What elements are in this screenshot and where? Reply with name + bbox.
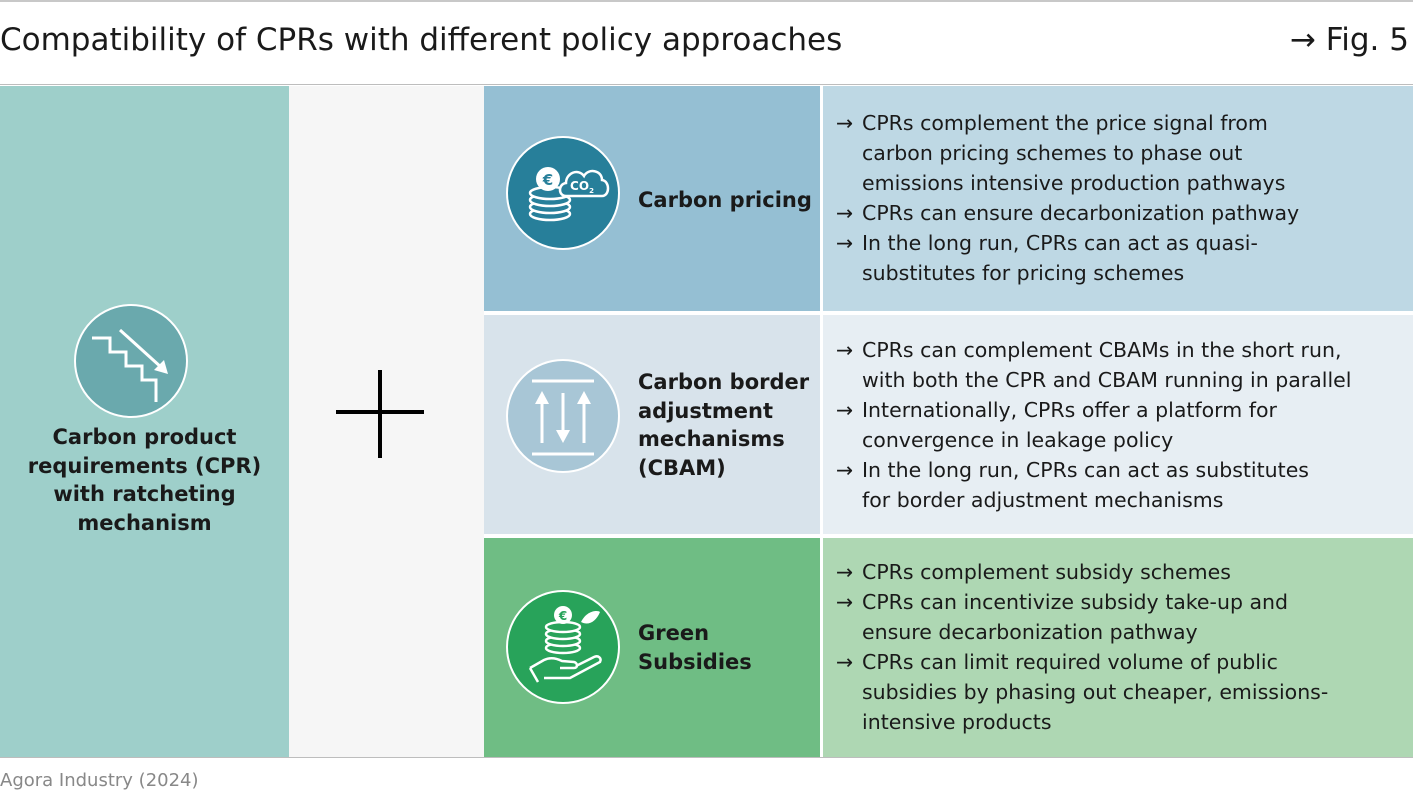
figure-reference: → Fig. 5 (1289, 22, 1409, 58)
carbon-pricing-title: Carbon pricing (638, 188, 812, 212)
green-subsidies-bullets: CPRs complement subsidy schemes CPRs can… (836, 557, 1408, 737)
svg-text:€: € (558, 609, 567, 623)
border-exchange-arrows-icon (506, 359, 620, 473)
bullet-item: In the long run, CPRs can act as quasi-s… (836, 228, 1408, 288)
bullet-item: CPRs complement the price signal fromcar… (836, 108, 1408, 198)
source-note: Agora Industry (2024) (0, 770, 199, 791)
cbam-title: Carbon border adjustment mechanisms (CBA… (638, 370, 810, 480)
plus-icon-vertical (378, 370, 382, 458)
figure-title: Compatibility of CPRs with different pol… (0, 22, 843, 58)
hand-coins-leaf-icon: € (506, 590, 620, 704)
bullet-item: CPRs can complement CBAMs in the short r… (836, 335, 1408, 395)
bullet-item: CPRs can incentivize subsidy take-up and… (836, 587, 1408, 647)
bullet-item: CPRs can limit required volume of public… (836, 647, 1408, 737)
footer-divider (0, 757, 1413, 758)
operator-column (289, 86, 484, 757)
bullet-item: CPRs can ensure decarbonization pathway (836, 198, 1408, 228)
bullet-item: In the long run, CPRs can act as substit… (836, 455, 1408, 515)
green-subsidies-title: Green Subsidies (638, 621, 752, 674)
stairs-down-arrow-icon (74, 304, 188, 418)
svg-text:CO2: CO2 (570, 179, 594, 195)
cpr-column (0, 86, 289, 757)
bullet-item: CPRs complement subsidy schemes (836, 557, 1408, 587)
header-divider (0, 84, 1413, 85)
carbon-pricing-bullets: CPRs complement the price signal fromcar… (836, 108, 1408, 288)
svg-text:€: € (542, 171, 553, 189)
cpr-label: Carbon product requirements (CPR) with r… (27, 425, 262, 535)
top-border (0, 0, 1413, 2)
coins-co2-cloud-icon: € CO2 (506, 136, 620, 250)
bullet-item: Internationally, CPRs offer a platform f… (836, 395, 1408, 455)
cbam-bullets: CPRs can complement CBAMs in the short r… (836, 335, 1408, 515)
